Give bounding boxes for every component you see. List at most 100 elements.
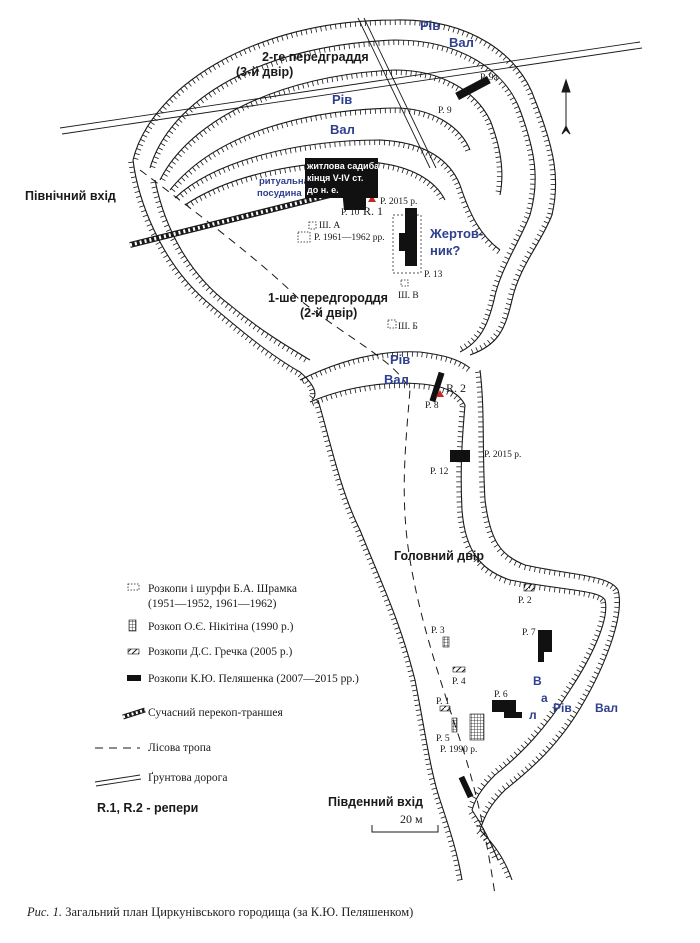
legend-swatch-shramko — [127, 583, 140, 591]
nikitina-p3 — [442, 636, 450, 648]
shramko-pit-v — [400, 279, 409, 287]
label-north-entrance: Північний вхід — [25, 189, 116, 203]
svg-text:Р. 6: Р. 6 — [494, 690, 508, 700]
legend-shramko-line2: (1951—1952, 1961—1962) — [148, 598, 277, 610]
trench-r13 — [399, 208, 417, 266]
mid-ditch-line — [159, 69, 503, 196]
svg-text:Р. 12: Р. 12 — [430, 467, 449, 477]
label-val-inner: Вал — [330, 122, 355, 137]
svg-text:R. 2: R. 2 — [446, 381, 466, 395]
legend-grechko: Розкопи Д.С. Гречка (2005 р.) — [148, 646, 292, 658]
legend-swatch-peliashenko — [127, 675, 141, 681]
label-ritual-1: ритуальна — [259, 176, 310, 187]
legend-swatch-road — [94, 774, 142, 787]
dirt-road — [59, 41, 643, 135]
benchmark-r1-marker — [368, 195, 376, 202]
legend-peliashenko: Розкопи К.Ю. Пеляшенка (2007—2015 рр.) — [148, 673, 359, 685]
label-val-vertical-2: а — [541, 691, 548, 705]
svg-text:Р. 5: Р. 5 — [436, 734, 450, 744]
mid-rampart-line — [169, 107, 471, 191]
grechko-p1 — [439, 705, 451, 712]
legend-nikitina: Розкоп О.Є. Нікітіна (1990 р.) — [148, 621, 294, 633]
nikitina-p1990 — [469, 713, 485, 741]
trench-p6 — [492, 700, 522, 718]
svg-text:Р. 9а: Р. 9а — [480, 73, 499, 83]
svg-text:Р. 10: Р. 10 — [341, 208, 360, 218]
svg-text:Р. 8: Р. 8 — [425, 401, 439, 411]
svg-text:Р. 7: Р. 7 — [522, 628, 536, 638]
svg-text:кінця V-IV ст.: кінця V-IV ст. — [307, 173, 363, 183]
benchmark-r2-marker — [436, 390, 444, 397]
site-labels: Р. 9а Р. 9 Р. 10 Р. 2015 р. R. 1 Ш. А Р.… — [314, 73, 536, 755]
svg-text:Р. 1: Р. 1 — [436, 697, 450, 707]
label-benchmarks-note: R.1, R.2 - репери — [97, 801, 198, 815]
outer-ditch-line — [132, 19, 557, 356]
hachure-ticks — [128, 19, 620, 881]
svg-text:Р. 2: Р. 2 — [518, 596, 532, 606]
shramko-pit-1961 — [297, 231, 311, 243]
caption-text: Загальний план Циркунівського городища (… — [62, 905, 414, 919]
svg-text:Р. 9: Р. 9 — [438, 106, 452, 116]
estate-label: житлова садиба кінця V-IV ст. до н. е. — [306, 161, 380, 195]
main-yard-west-line — [317, 399, 463, 881]
svg-text:R. 1: R. 1 — [363, 204, 383, 218]
dirt-road-diagonal — [357, 17, 437, 169]
shramko-pit-b — [387, 319, 397, 329]
svg-text:Р. 4: Р. 4 — [452, 677, 466, 687]
label-inner-bailey-yard: (2-й двір) — [300, 306, 357, 320]
estate-label-box — [305, 158, 375, 198]
trench-p7 — [538, 630, 552, 662]
grechko-p2 — [523, 583, 535, 592]
svg-text:Ш. В: Ш. В — [398, 291, 419, 301]
svg-text:Ш. Б: Ш. Б — [398, 322, 418, 332]
main-yard-east-outer-line — [479, 369, 620, 831]
label-val-vertical-3: л — [529, 708, 537, 722]
forest-path — [139, 169, 496, 896]
main-yard-east-line — [460, 404, 607, 811]
scale-bar-label: 20 м — [400, 812, 423, 826]
legend-swatch-grechko — [127, 648, 140, 655]
label-south-entrance: Південний вхід — [328, 795, 423, 809]
svg-text:Р. 1961—1962 рр.: Р. 1961—1962 рр. — [314, 233, 385, 243]
label-outer-bailey: 2-ге передграддя — [262, 50, 369, 64]
shramko-pit-a — [308, 221, 317, 230]
trench-r8 — [429, 371, 445, 403]
legend-swatch-nikitina — [128, 619, 137, 632]
label-val-right: Вал — [595, 701, 618, 715]
figure-caption: Рис. 1. Загальний план Циркунівського го… — [27, 905, 413, 920]
trench-south — [458, 775, 474, 799]
label-altar-1: Жертов- — [429, 226, 483, 241]
legend-trench: Сучасний перекоп-траншея — [148, 707, 283, 719]
nikitina-p5 — [451, 717, 458, 733]
label-riv-top: Рів — [420, 18, 440, 33]
trench-r13-outline — [392, 214, 422, 274]
grechko-p4 — [452, 666, 466, 673]
label-altar-2: ник? — [430, 243, 460, 258]
label-outer-bailey-yard: (3-й двір) — [236, 65, 293, 79]
legend-shramko-line1: Розкопи і шурфи Б.А. Шрамка — [148, 583, 297, 595]
legend-road: Ґрунтова дорога — [148, 770, 227, 784]
svg-text:Р. 13: Р. 13 — [424, 270, 443, 280]
svg-text:житлова садиба: житлова садиба — [306, 161, 380, 171]
svg-text:Р. 2015 р.: Р. 2015 р. — [484, 450, 521, 460]
trench-r12 — [450, 450, 470, 462]
svg-text:Р. 3: Р. 3 — [431, 626, 445, 636]
label-riv-mid: Рів — [390, 352, 410, 367]
modern-trench-hatch — [129, 193, 331, 247]
inner-ditch-line — [174, 139, 501, 251]
svg-text:Р. 1990 р.: Р. 1990 р. — [440, 745, 477, 755]
svg-text:Р. 2015 р.: Р. 2015 р. — [380, 197, 417, 207]
north-arrow — [561, 78, 571, 135]
label-riv-right: Рів — [553, 701, 572, 715]
label-riv-inner: Рів — [332, 92, 352, 107]
svg-text:до н. е.: до н. е. — [307, 185, 339, 195]
label-val-vertical-1: В — [533, 674, 542, 688]
caption-prefix: Рис. 1. — [27, 905, 63, 919]
label-main-yard: Головний двір — [394, 549, 484, 563]
label-val-mid: Вал — [384, 372, 409, 387]
svg-text:Ш. А: Ш. А — [319, 221, 340, 231]
west-rampart-line — [154, 179, 311, 361]
zone-labels: Рів Вал 2-ге передграддя (3-й двір) Рів … — [25, 18, 618, 815]
legend: Розкопи і шурфи Б.А. Шрамка (1951—1952, … — [94, 583, 359, 787]
